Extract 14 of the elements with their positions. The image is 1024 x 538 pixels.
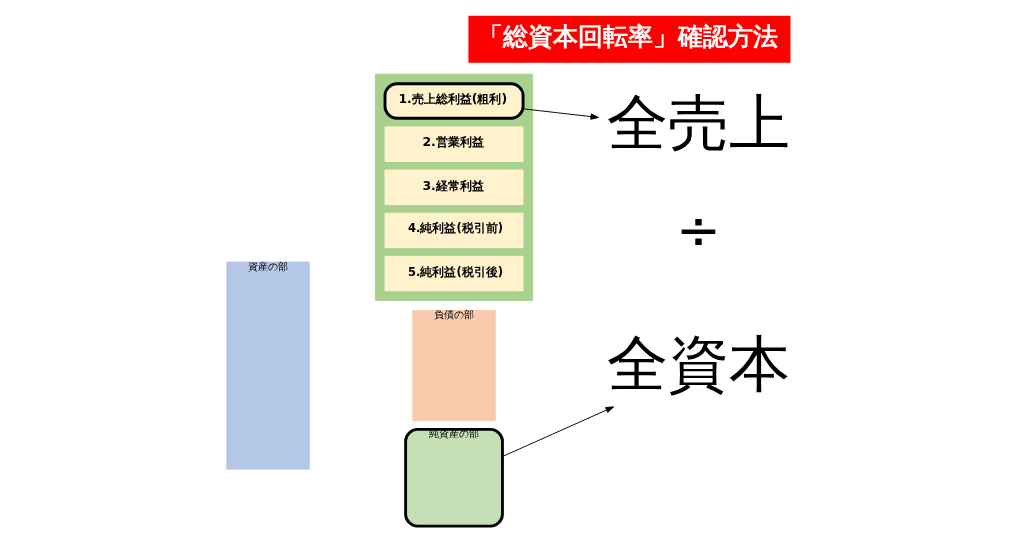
diagram-title: 「総資本回転率」確認方法 xyxy=(477,21,778,51)
node-text: 全資本 xyxy=(606,327,790,399)
node-box: 2.営業利益 xyxy=(384,126,523,162)
node-box: 1.売上総利益(粗利) xyxy=(383,82,524,120)
label: ÷ xyxy=(675,198,721,262)
node-box: 資産の部 xyxy=(225,261,310,470)
arrow xyxy=(501,406,614,457)
node-box: 5.純利益(税引後) xyxy=(384,255,523,292)
node-box: 3.経常利益 xyxy=(384,169,523,205)
cluster xyxy=(374,73,533,301)
node-box: 4.純利益(税引前) xyxy=(384,212,523,249)
node-box: 負債の部 xyxy=(411,309,496,422)
node-text: 全売上 xyxy=(606,87,790,159)
arrow xyxy=(522,108,599,120)
